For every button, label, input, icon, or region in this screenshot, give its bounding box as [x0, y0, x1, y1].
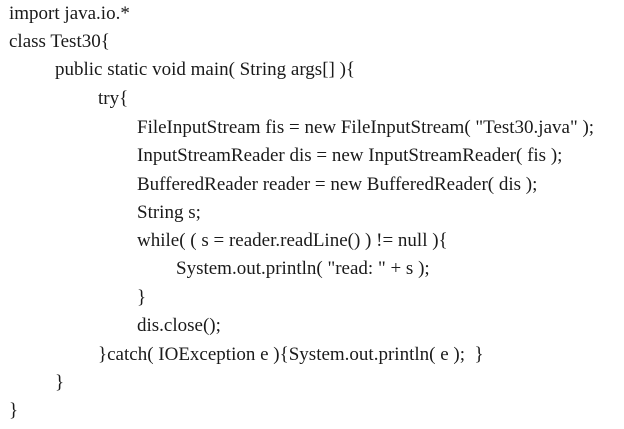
- code-line-6: InputStreamReader dis = new InputStreamR…: [137, 145, 563, 166]
- code-line-14: }: [55, 372, 65, 393]
- code-line-15: }: [9, 400, 19, 421]
- code-line-2: class Test30{: [9, 31, 110, 52]
- code-line-9: while( ( s = reader.readLine() ) != null…: [137, 230, 448, 251]
- code-line-10: System.out.println( "read: " + s );: [176, 258, 430, 279]
- code-line-5: FileInputStream fis = new FileInputStrea…: [137, 117, 595, 138]
- code-line-12: dis.close();: [137, 315, 221, 336]
- code-line-11: }: [137, 287, 147, 308]
- code-line-4: try{: [98, 88, 129, 109]
- code-line-13: }catch( IOException e ){System.out.print…: [98, 344, 484, 365]
- code-line-8: String s;: [137, 202, 201, 223]
- code-line-1: import java.io.*: [9, 3, 130, 24]
- code-line-7: BufferedReader reader = new BufferedRead…: [137, 174, 538, 195]
- code-line-3: public static void main( String args[] )…: [55, 59, 356, 80]
